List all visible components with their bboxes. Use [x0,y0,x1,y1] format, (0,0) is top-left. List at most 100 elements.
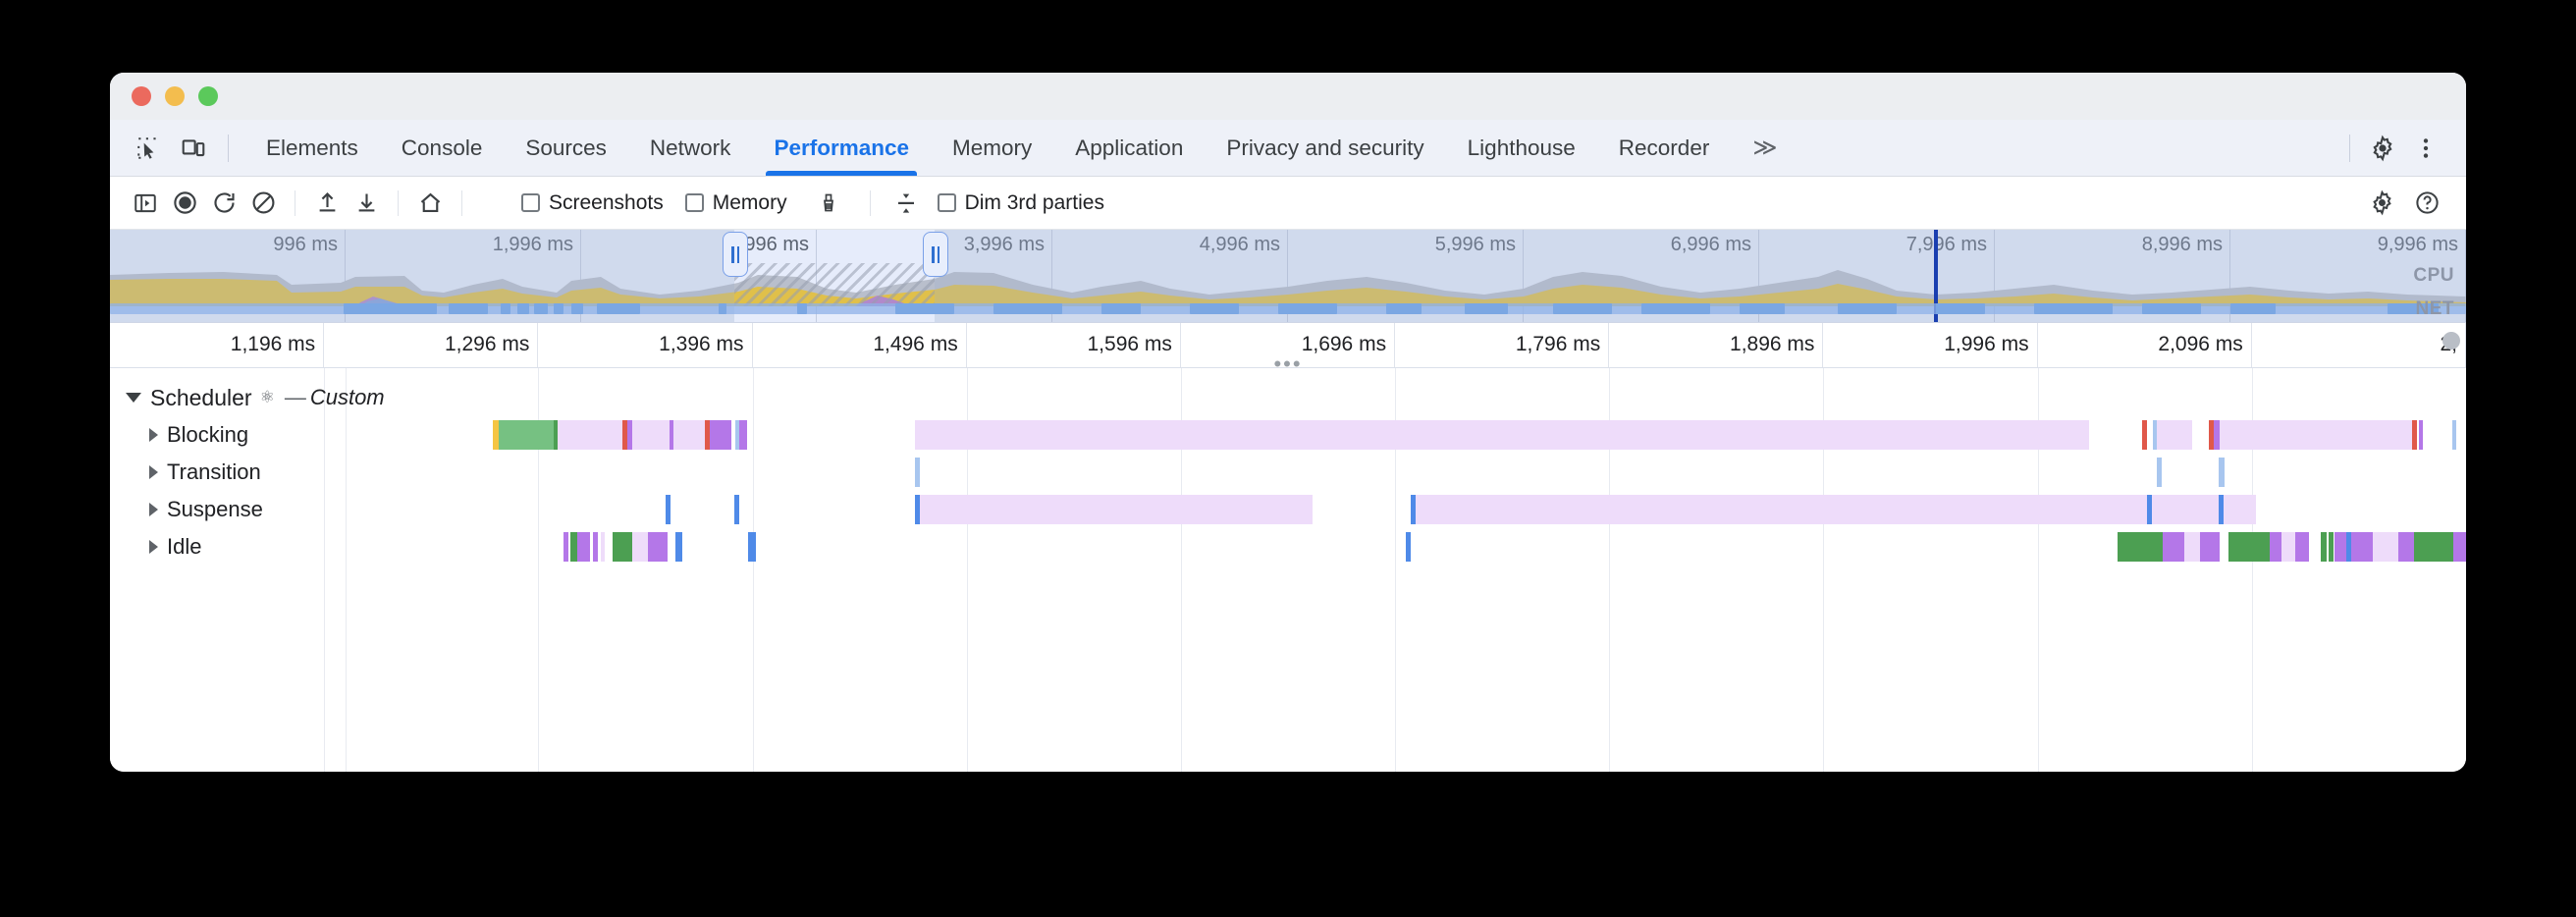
tab-application[interactable]: Application [1075,135,1184,160]
settings-gear-icon[interactable] [2362,128,2403,169]
memory-checkbox-box[interactable] [684,193,704,212]
flame-segment[interactable] [735,420,739,450]
track-row-idle[interactable]: Idle [110,523,2466,570]
network-request-bar[interactable] [1278,303,1337,314]
flame-segment[interactable] [499,420,554,450]
flame-segment[interactable] [710,420,731,450]
flame-segment[interactable] [2412,420,2417,450]
flame-segment[interactable] [2147,495,2152,524]
suspense-expand-triangle-icon[interactable] [149,503,158,516]
flame-segment[interactable] [2209,420,2214,450]
help-icon[interactable] [2407,184,2446,223]
tab-console[interactable]: Console [401,135,483,160]
flame-segment[interactable] [748,532,756,562]
network-request-bar[interactable] [449,303,488,314]
expand-collapse-icon[interactable] [886,184,926,223]
flame-segment[interactable] [2219,495,2224,524]
flame-segment[interactable] [570,532,577,562]
flame-segment[interactable] [2163,532,2184,562]
flame-segment[interactable] [2329,532,2334,562]
selection-handle-right[interactable] [923,232,948,277]
network-request-bar[interactable] [1641,303,1710,314]
tab-elements[interactable]: Elements [266,135,358,160]
tab-network[interactable]: Network [649,135,731,160]
tab-performance[interactable]: Performance [752,120,931,176]
flame-segment[interactable] [593,532,598,562]
flame-segment[interactable] [601,532,605,562]
network-request-bar[interactable] [2388,303,2439,314]
blocking-expand-triangle-icon[interactable] [149,428,158,442]
track-label-blocking[interactable]: Blocking [149,411,248,458]
track-row-transition[interactable]: Transition [110,449,2466,496]
tab-privacy-and-security[interactable]: Privacy and security [1226,135,1424,160]
network-request-bar[interactable] [2034,303,2113,314]
capture-settings-gear-icon[interactable] [2362,184,2401,223]
network-request-bar[interactable] [517,303,529,314]
screenshots-checkbox[interactable]: Screenshots [521,191,664,215]
flame-segment[interactable] [632,420,670,450]
flame-segment[interactable] [2220,420,2412,450]
home-icon[interactable] [410,184,450,223]
timeline-ruler[interactable]: 2,2,096 ms1,996 ms1,896 ms1,796 ms1,696 … [110,323,2466,375]
flame-segment[interactable] [670,420,673,450]
flame-segment[interactable] [1406,532,1411,562]
flame-segment[interactable] [673,420,705,450]
flame-segment[interactable] [734,495,739,524]
network-request-bar[interactable] [1936,303,1985,314]
flame-segment[interactable] [915,495,920,524]
flame-segment[interactable] [915,458,920,487]
more-tabs-chevron-icon[interactable]: ≫ [1752,135,1778,161]
flame-segment[interactable] [2398,532,2414,562]
flame-segment[interactable] [2321,532,2327,562]
network-request-bar[interactable] [993,303,1062,314]
collect-garbage-icon[interactable] [809,184,848,223]
device-toolbar-icon[interactable] [173,128,214,169]
network-request-bar[interactable] [719,303,726,314]
network-request-bar[interactable] [1190,303,1239,314]
track-label-transition[interactable]: Transition [149,449,261,496]
window-minimize-button[interactable] [165,86,185,106]
flame-segment[interactable] [564,532,568,562]
dim-3rd-parties-checkbox-box[interactable] [937,193,956,212]
flame-segment[interactable] [2281,532,2295,562]
record-icon[interactable] [165,184,204,223]
network-request-bar[interactable] [1838,303,1897,314]
upload-profile-icon[interactable] [307,184,347,223]
flame-segment[interactable] [2142,420,2147,450]
flame-segment[interactable] [2351,532,2373,562]
flame-segment[interactable] [2153,420,2157,450]
network-request-bar[interactable] [2142,303,2201,314]
network-request-bar[interactable] [344,303,437,314]
flame-segment[interactable] [632,532,648,562]
flame-segment[interactable] [2346,532,2351,562]
screenshots-checkbox-box[interactable] [521,193,540,212]
flame-segment[interactable] [2214,420,2220,450]
flame-chart[interactable]: Scheduler ⚛ — Custom Blocking [110,368,2466,772]
flame-segment[interactable] [920,495,1313,524]
flame-segment[interactable] [2270,532,2281,562]
network-request-bar[interactable] [501,303,510,314]
flame-segment[interactable] [554,420,558,450]
flame-segment[interactable] [675,532,682,562]
flame-segment[interactable] [705,420,710,450]
network-request-bar[interactable] [1740,303,1785,314]
scheduler-group-label[interactable]: Scheduler ⚛ — Custom [126,374,385,421]
download-profile-icon[interactable] [347,184,386,223]
group-expand-triangle-icon[interactable] [126,393,141,403]
flame-segment[interactable] [2334,532,2346,562]
flame-segment[interactable] [2157,458,2162,487]
flame-segment[interactable] [2453,532,2466,562]
flame-segment[interactable] [2200,532,2220,562]
network-request-bar[interactable] [554,303,564,314]
network-request-bar[interactable] [2230,303,2276,314]
flame-segment[interactable] [577,532,590,562]
network-request-bar[interactable] [571,303,583,314]
flame-segment[interactable] [2452,420,2456,450]
window-zoom-button[interactable] [198,86,218,106]
network-request-bar[interactable] [797,303,807,314]
selection-handle-left[interactable] [723,232,748,277]
flame-segment[interactable] [2118,532,2163,562]
network-request-bar[interactable] [534,303,548,314]
reload-and-record-icon[interactable] [204,184,243,223]
flame-segment[interactable] [1416,495,2256,524]
